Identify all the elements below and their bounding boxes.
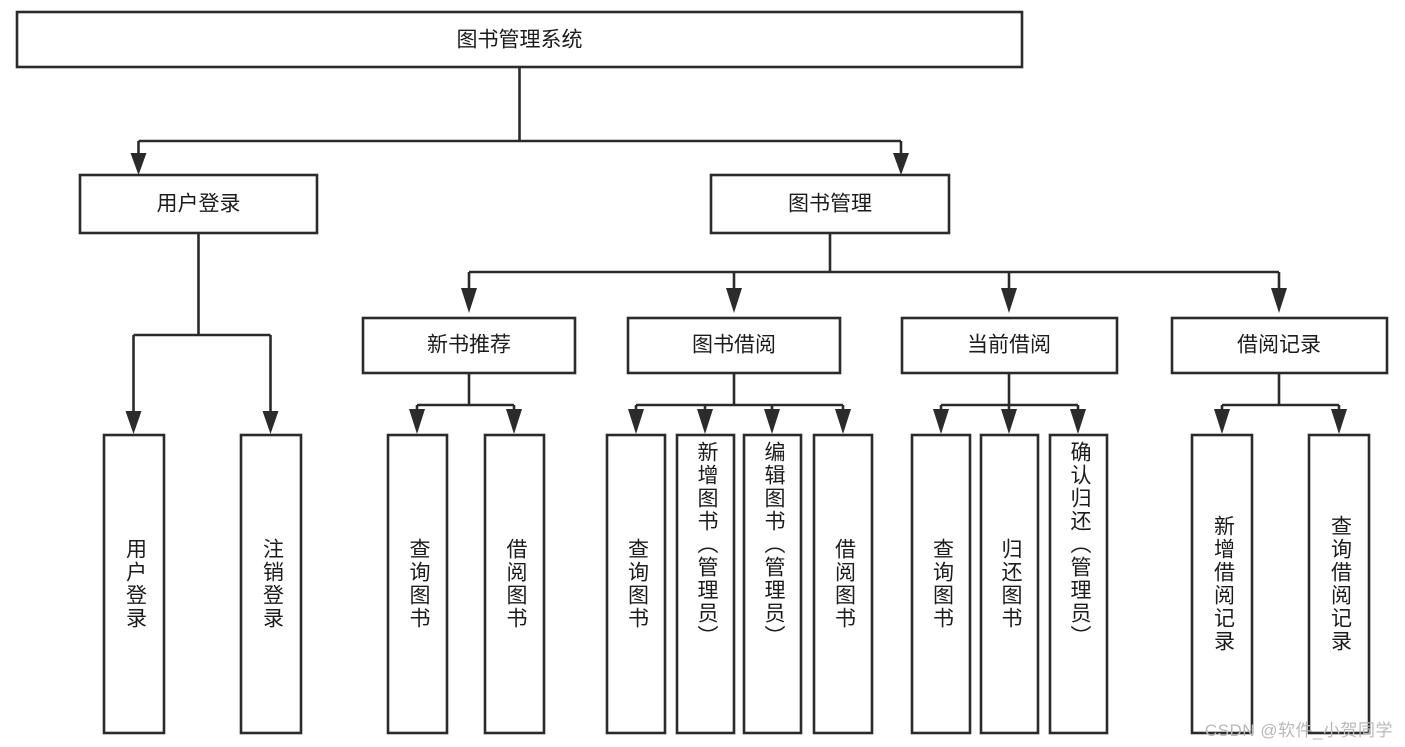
node-user-login[interactable]: 用户登录 <box>78 173 319 235</box>
node-root-box[interactable] <box>15 10 1024 69</box>
leaf-box-cb-return-book[interactable] <box>979 433 1040 735</box>
arrowhead-book-borrow <box>726 288 742 313</box>
node-current-borrow[interactable]: 当前借阅 <box>900 316 1119 375</box>
arrowhead-leaf-cb-1 <box>933 409 949 434</box>
node-new-book-recommend-label: 新书推荐 <box>427 334 511 357</box>
node-book-borrow-box[interactable] <box>626 316 842 375</box>
connector-group <box>125 67 1347 434</box>
leaf-box-logout[interactable] <box>239 433 303 735</box>
node-borrow-record[interactable]: 借阅记录 <box>1170 316 1389 375</box>
leaf-box-bb-borrow-book[interactable] <box>812 433 874 735</box>
arrowhead-leaf-cb-2 <box>1001 409 1017 434</box>
arrowhead-user-login <box>130 153 147 175</box>
node-current-borrow-box[interactable] <box>900 316 1119 375</box>
leaf-box-user-login[interactable] <box>102 433 166 735</box>
node-user-login-box[interactable] <box>78 173 319 235</box>
leaf-box-cb-query-book[interactable] <box>910 433 972 735</box>
node-book-borrow[interactable]: 图书借阅 <box>626 316 842 375</box>
leaf-box-group <box>102 433 1371 735</box>
arrowhead-leaf-bb-1 <box>628 409 644 434</box>
node-borrow-record-box[interactable] <box>1170 316 1389 375</box>
leaf-box-nb-borrow-book[interactable] <box>483 433 546 735</box>
leaf-box-bb-edit-book[interactable] <box>742 433 803 735</box>
node-current-borrow-label: 当前借阅 <box>967 334 1051 357</box>
arrowhead-book-mgmt <box>893 153 909 175</box>
arrowhead-leaf-bb-3 <box>764 409 780 434</box>
node-book-management[interactable]: 图书管理 <box>709 173 951 235</box>
leaf-box-br-add-record[interactable] <box>1190 433 1254 735</box>
node-book-management-box[interactable] <box>709 173 951 235</box>
arrowhead-leaf-user-login <box>125 411 142 434</box>
arrowhead-leaf-bb-4 <box>835 409 851 434</box>
node-new-book-recommend[interactable]: 新书推荐 <box>361 316 577 375</box>
arrowhead-leaf-nb-1 <box>409 409 425 434</box>
arrowhead-leaf-bb-2 <box>697 409 713 434</box>
node-new-book-recommend-box[interactable] <box>361 316 577 375</box>
leaf-box-br-query-record[interactable] <box>1307 433 1371 735</box>
node-book-management-label: 图书管理 <box>788 193 872 216</box>
arrowhead-leaf-cb-3 <box>1070 409 1086 434</box>
arrowhead-borrow-record <box>1271 288 1287 313</box>
arrowhead-leaf-nb-2 <box>506 409 522 434</box>
leaf-box-bb-add-book[interactable] <box>675 433 736 735</box>
arrowhead-current-borrow <box>1001 288 1017 313</box>
arrowhead-leaf-br-2 <box>1331 409 1347 434</box>
arrowhead-new-book <box>461 288 477 313</box>
node-user-login-label: 用户登录 <box>157 193 241 216</box>
arrowhead-leaf-logout <box>262 411 279 434</box>
watermark-text: CSDN @软件_小贺同学 <box>1204 721 1393 740</box>
leaf-box-cb-confirm-return[interactable] <box>1048 433 1109 735</box>
node-borrow-record-label: 借阅记录 <box>1237 334 1321 357</box>
node-root-label: 图书管理系统 <box>457 29 583 52</box>
leaf-box-bb-query-book[interactable] <box>605 433 667 735</box>
node-root[interactable]: 图书管理系统 <box>15 10 1024 69</box>
node-book-borrow-label: 图书借阅 <box>692 334 776 357</box>
arrowhead-leaf-br-1 <box>1214 409 1230 434</box>
leaf-box-nb-query-book[interactable] <box>386 433 449 735</box>
